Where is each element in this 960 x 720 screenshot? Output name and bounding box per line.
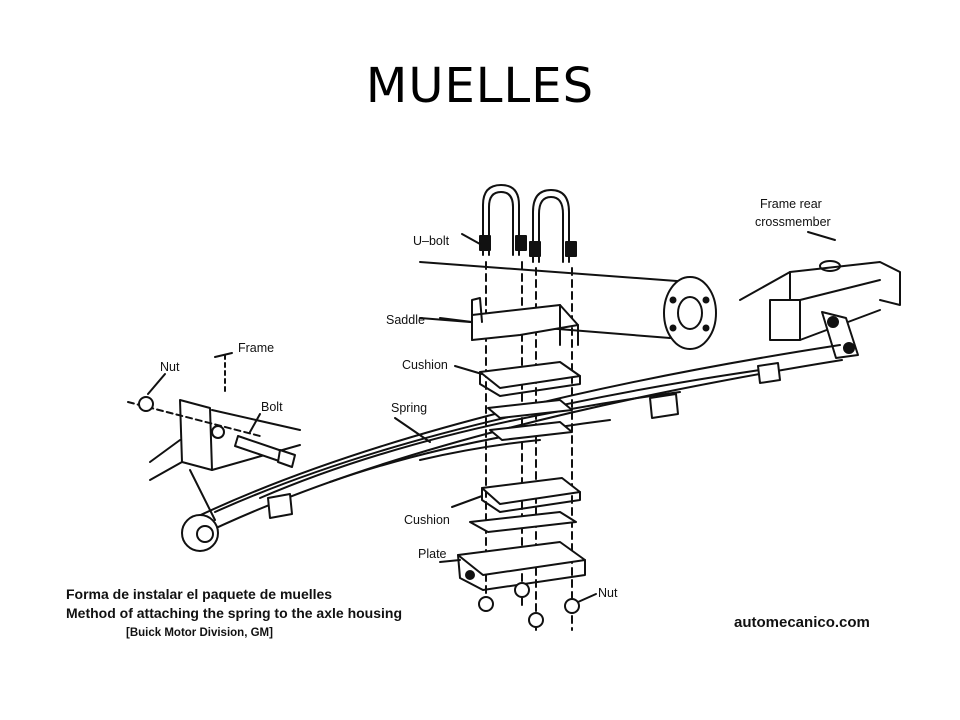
bottom-plate	[439, 541, 586, 591]
leaf-spring-pack	[181, 344, 843, 552]
axle-housing	[419, 261, 717, 350]
label-cushion-top: Cushion	[402, 358, 448, 372]
spring-shackle	[821, 311, 859, 359]
front-bolt-nut	[127, 373, 296, 468]
label-ubolt: U–bolt	[413, 234, 450, 248]
saddle	[439, 297, 579, 346]
label-frame: Frame	[238, 341, 274, 355]
label-plate: Plate	[418, 547, 447, 561]
label-bolt: Bolt	[261, 400, 283, 414]
cushion-bottom	[451, 477, 581, 533]
label-nut-left: Nut	[160, 360, 180, 374]
site-watermark: automecanico.com	[734, 614, 870, 631]
label-nut-bottom: Nut	[598, 586, 618, 600]
label-spring: Spring	[391, 401, 427, 415]
front-hanger-bracket	[149, 352, 301, 521]
cushion-top	[454, 361, 581, 397]
label-frame-rear-1: Frame rear	[760, 197, 822, 211]
caption-line-1: Forma de instalar el paquete de muelles	[66, 586, 332, 602]
frame-rear-crossmember	[739, 231, 901, 341]
caption-line-2: Method of attaching the spring to the ax…	[66, 605, 402, 621]
label-cushion-bottom: Cushion	[404, 513, 450, 527]
slide-title: MUELLES	[365, 58, 595, 114]
spacer-plates	[487, 399, 573, 441]
label-saddle: Saddle	[386, 313, 425, 327]
label-frame-rear-2: crossmember	[755, 215, 831, 229]
bottom-nuts	[478, 582, 597, 628]
caption-credit: [Buick Motor Division, GM]	[126, 627, 273, 639]
